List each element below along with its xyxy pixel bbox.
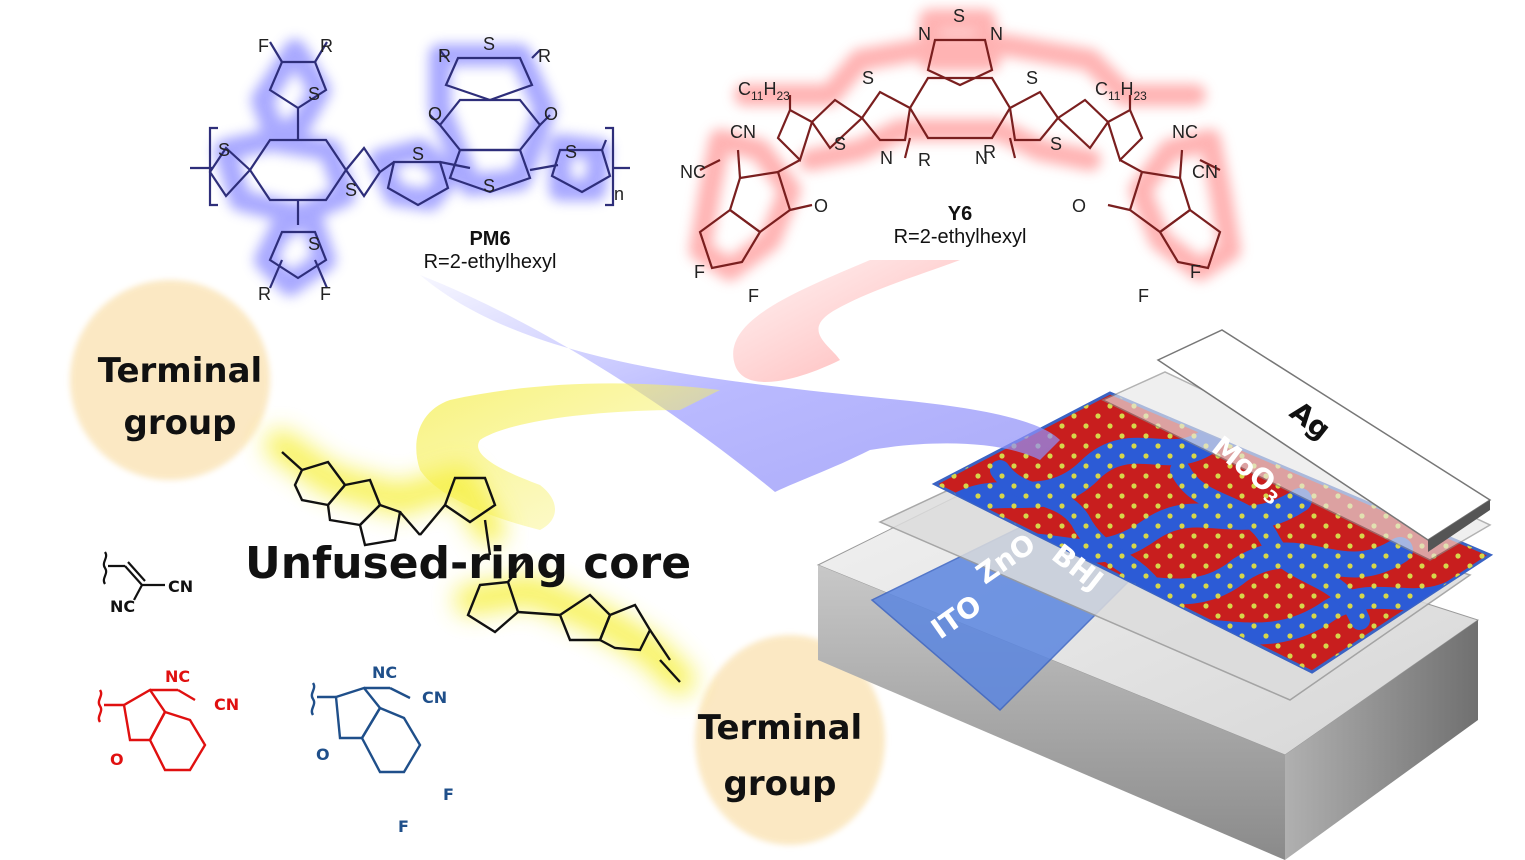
end-group-red-o: O <box>110 750 124 769</box>
pm6-atom-r: R <box>438 46 451 66</box>
pm6-atom-f: F <box>320 284 331 304</box>
pm6-atom-s: S <box>565 142 577 162</box>
end-group-blue-cn: CN <box>422 688 447 707</box>
y6-atom-cn: CN <box>730 122 756 142</box>
y6-arrow <box>733 260 960 382</box>
y6-atom-f: F <box>694 262 705 282</box>
end-group-blue-o: O <box>316 745 330 764</box>
pm6-atom-f: F <box>258 36 269 56</box>
pm6-arrow <box>420 275 1060 492</box>
unfused-core-structure <box>281 451 681 683</box>
y6-r-definition: R=2-ethylhexyl <box>893 226 1027 248</box>
pm6-atom-s: S <box>483 176 495 196</box>
y6-structure <box>698 38 1222 270</box>
y6-atom-n: N <box>880 148 893 168</box>
pm6-atom-r: R <box>538 46 551 66</box>
pm6-structure <box>190 41 630 289</box>
end-group-blue <box>310 682 422 774</box>
pm6-atom-s: S <box>345 180 357 200</box>
y6-atom-n: N <box>918 24 931 44</box>
y6-atom-s: S <box>953 6 965 26</box>
pm6-atom-o: O <box>544 104 558 124</box>
terminal-line1: Terminal <box>697 708 863 748</box>
y6-glow <box>689 9 1241 281</box>
y6-atom-cn: CN <box>1192 162 1218 182</box>
pm6-atom-s: S <box>308 84 320 104</box>
pm6-r-definition: R=2-ethylhexyl <box>423 251 557 273</box>
y6-atom-n: N <box>975 148 988 168</box>
y6-atom-n: N <box>990 24 1003 44</box>
end-group-blue-nc: NC <box>372 663 397 682</box>
core-label: Unfused-ring core <box>245 538 692 589</box>
pm6-caption: PM6 R=2-ethylhexyl <box>395 228 585 274</box>
y6-alkyl-left: C11H23 <box>738 79 790 103</box>
pm6-atom-r: R <box>320 36 333 56</box>
y6-atom-r: R <box>983 142 996 162</box>
pm6-atom-s: S <box>483 34 495 54</box>
pm6-atom-o: O <box>428 104 442 124</box>
terminal-line1: Terminal <box>97 351 263 391</box>
device-stack <box>816 329 1494 860</box>
y6-alkyl-right: C11H23 <box>1095 79 1147 103</box>
y6-atom-nc: NC <box>680 162 706 182</box>
y6-atom-f: F <box>1138 286 1149 306</box>
end-group-red-nc: NC <box>165 667 190 686</box>
substrate-side <box>1285 620 1478 860</box>
core-arrow <box>416 383 720 530</box>
y6-atom-s: S <box>834 134 846 154</box>
terminal-line2: group <box>723 764 837 804</box>
terminal-group-label-top: Terminal group <box>90 345 270 449</box>
y6-atom-r: R <box>918 150 931 170</box>
y6-atom-nc: NC <box>1172 122 1198 142</box>
pm6-atom-s: S <box>308 234 320 254</box>
y6-name: Y6 <box>947 203 973 225</box>
y6-atom-o: O <box>814 196 828 216</box>
end-group-red <box>97 688 207 772</box>
terminal-group-blob-bottom <box>695 635 885 845</box>
end-group-black-cn: CN <box>168 577 193 596</box>
y6-atom-f: F <box>748 286 759 306</box>
end-group-blue-f: F <box>443 785 454 804</box>
terminal-group-blob-top <box>70 280 270 480</box>
y6-atom-s: S <box>1026 68 1038 88</box>
y6-atom-s: S <box>862 68 874 88</box>
end-group-black <box>102 551 165 601</box>
y6-caption: Y6 R=2-ethylhexyl <box>865 203 1055 249</box>
pm6-name: PM6 <box>469 228 511 250</box>
pm6-atom-r: R <box>258 284 271 304</box>
ag-layer-edge <box>1428 500 1490 552</box>
y6-atom-o: O <box>1072 196 1086 216</box>
pm6-atom-s: S <box>412 144 424 164</box>
terminal-line2: group <box>123 403 237 443</box>
y6-atom-s: S <box>1050 134 1062 154</box>
end-group-blue-f: F <box>398 817 409 836</box>
terminal-group-label-bottom: Terminal group <box>690 700 870 812</box>
pm6-subscript-n: n <box>614 184 624 204</box>
y6-atom-f: F <box>1190 262 1201 282</box>
pm6-atom-s: S <box>218 140 230 160</box>
end-group-black-nc: NC <box>110 597 135 616</box>
end-group-red-cn: CN <box>214 695 239 714</box>
